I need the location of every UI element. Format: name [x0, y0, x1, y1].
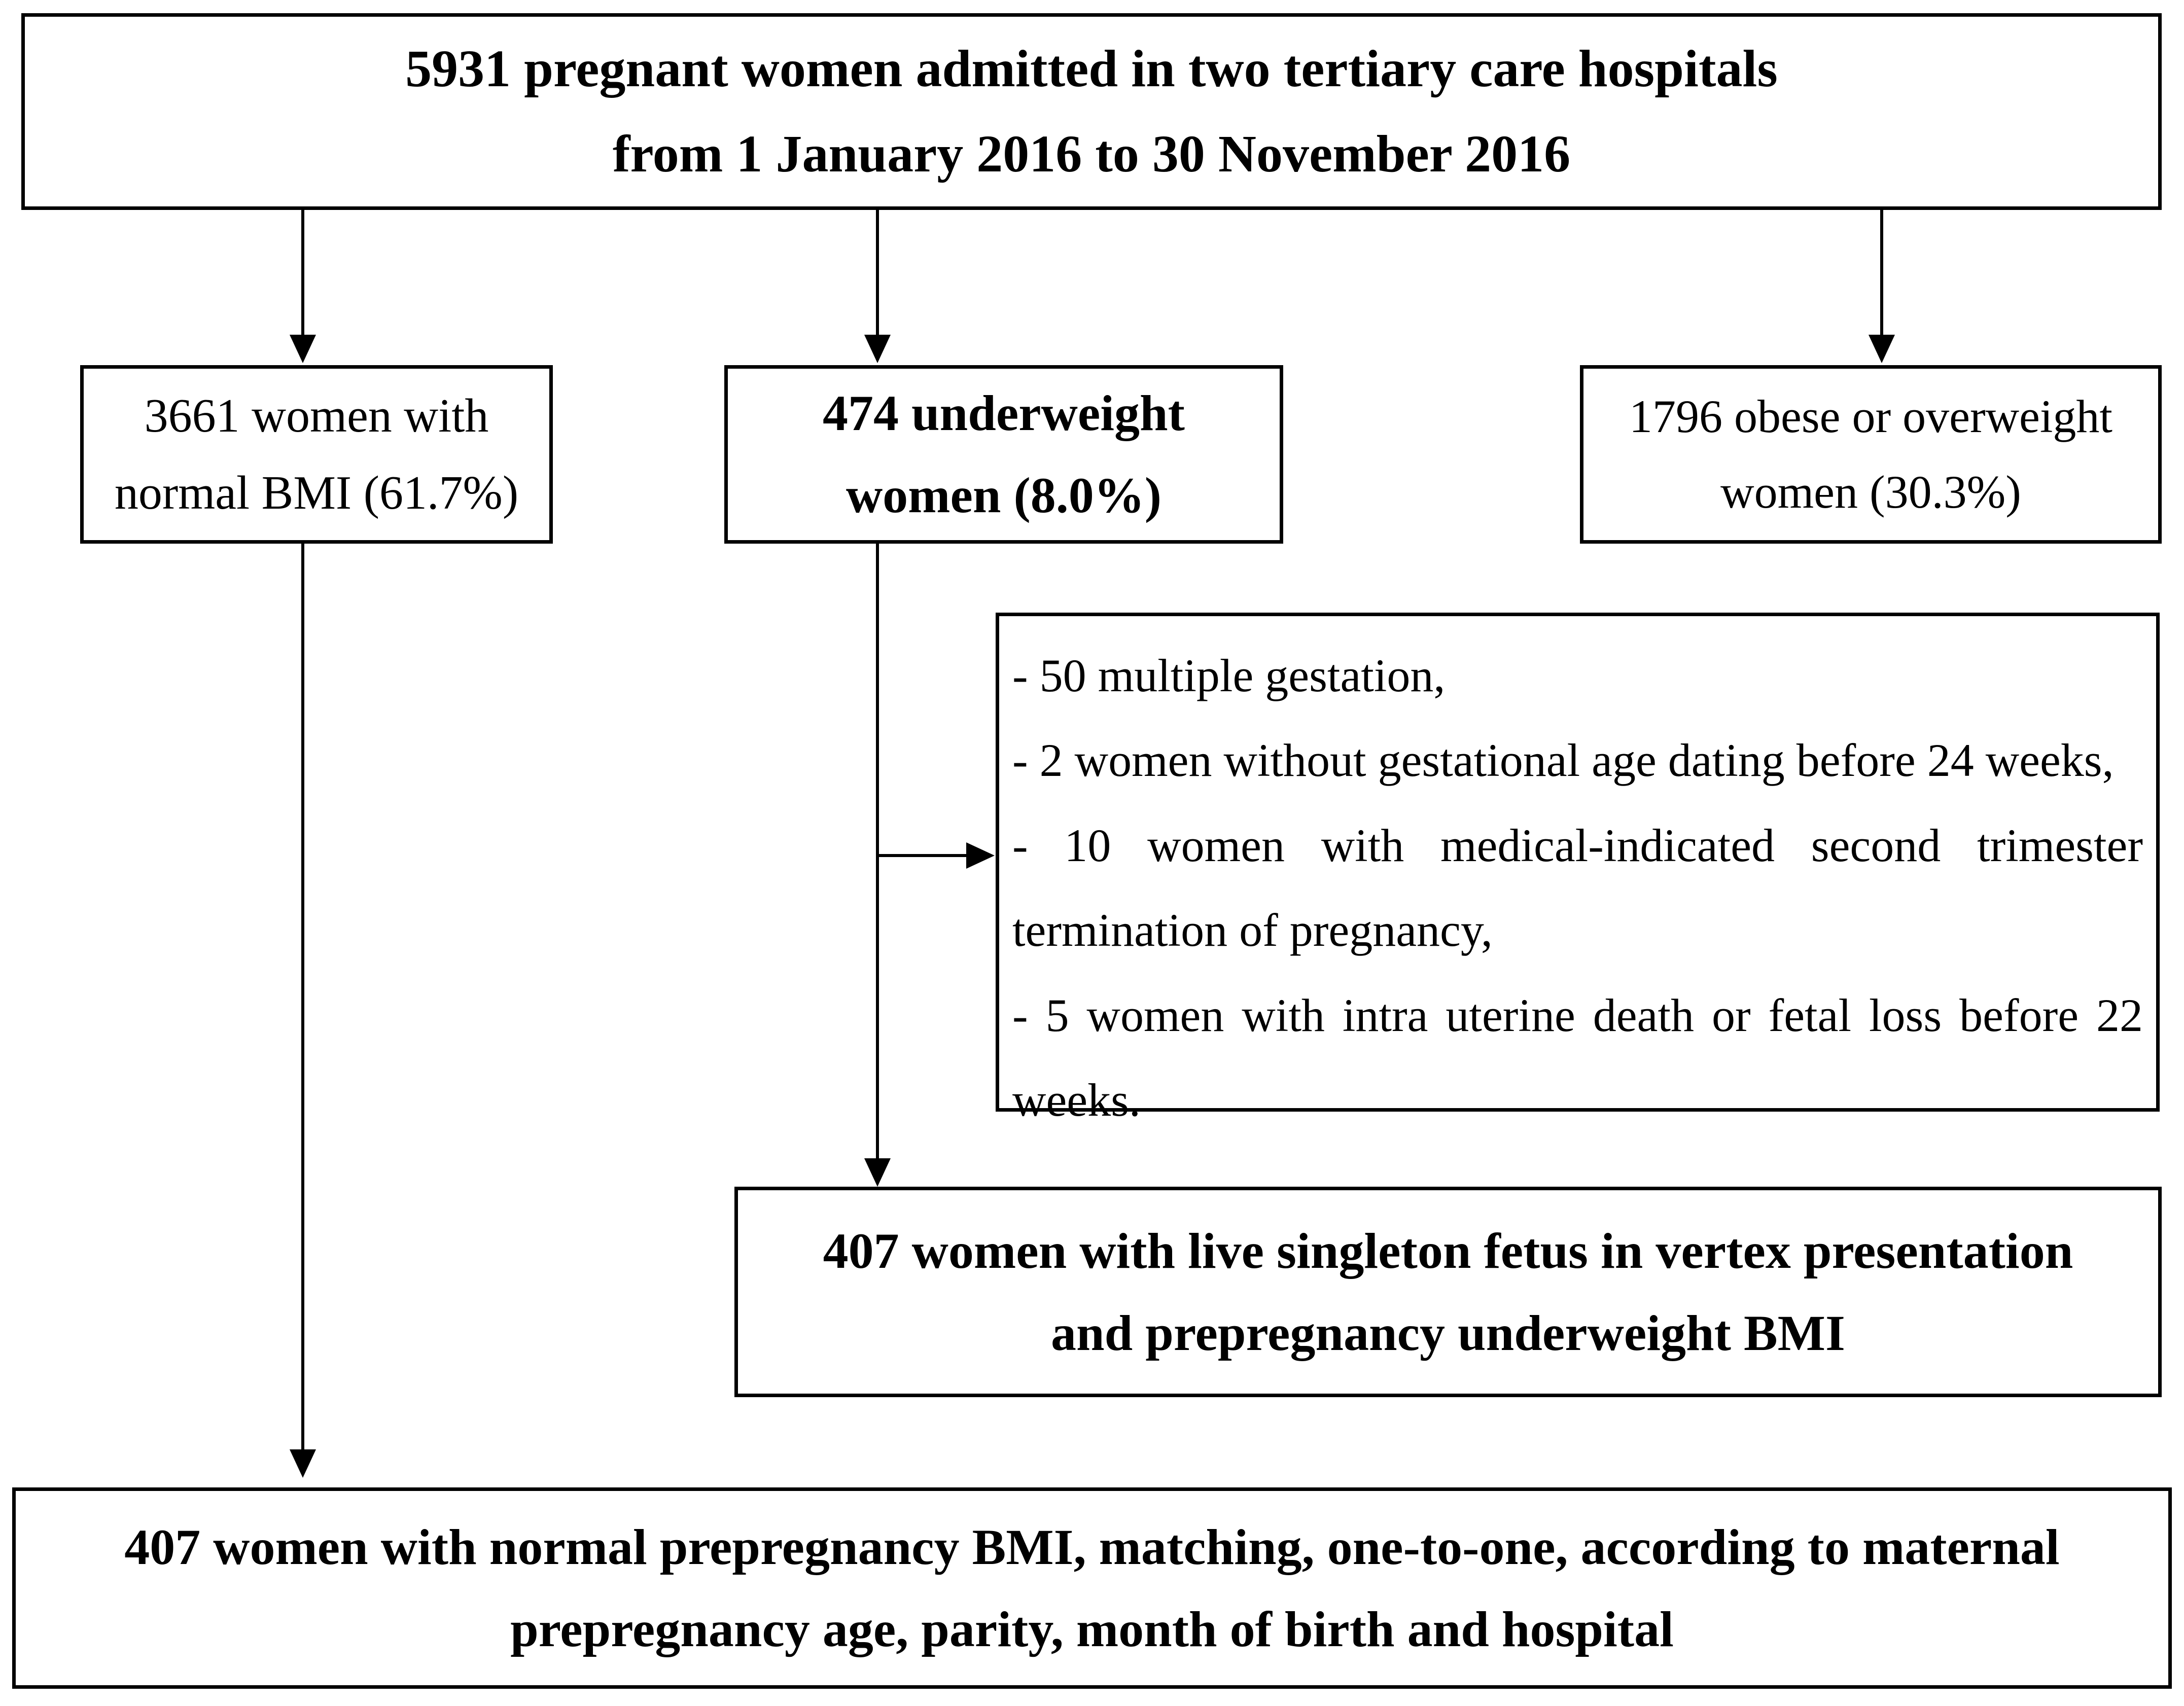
box-matched-normal-bmi-line1: 407 women with normal prepregnancy BMI, … [124, 1518, 2060, 1575]
box-normal-bmi-line2: normal BMI (61.7%) [114, 467, 519, 519]
box-matched-normal-bmi: 407 women with normal prepregnancy BMI, … [12, 1487, 2172, 1689]
arrowhead-underweight-to-exclusions [966, 842, 995, 869]
connector-underweight-to-singleton [876, 544, 879, 1162]
box-total-cohort: 5931 pregnant women admitted in two tert… [21, 13, 2162, 210]
box-obese-overweight-line2: women (30.3%) [1720, 466, 2021, 518]
arrowhead-underweight-to-singleton [864, 1158, 891, 1187]
box-matched-normal-bmi-text: 407 women with normal prepregnancy BMI, … [16, 1506, 2168, 1671]
box-underweight-line2: women (8.0%) [846, 467, 1162, 523]
connector-underweight-to-exclusions [876, 854, 967, 857]
connector-normal-to-final [301, 544, 304, 1451]
box-normal-bmi: 3661 women with normal BMI (61.7%) [80, 365, 553, 544]
box-total-cohort-line1: 5931 pregnant women admitted in two tert… [405, 39, 1778, 98]
box-normal-bmi-text: 3661 women with normal BMI (61.7%) [84, 377, 549, 532]
exclusion-item-3: - 10 women with medical-indicated second… [1012, 819, 2143, 956]
box-obese-overweight-text: 1796 obese or overweight women (30.3%) [1583, 379, 2158, 530]
exclusion-item-2: - 2 women without gestational age dating… [1012, 734, 2114, 787]
arrowhead-normal-to-final [290, 1449, 316, 1478]
exclusion-item-4: - 5 women with intra uterine death or fe… [1012, 989, 2143, 1126]
box-exclusion-criteria: - 50 multiple gestation, - 2 women witho… [996, 613, 2160, 1126]
connector-root-to-obese [1880, 210, 1883, 337]
connector-root-to-normal [301, 210, 304, 337]
box-underweight-text: 474 underweight women (8.0%) [728, 372, 1280, 537]
box-singleton-underweight-text: 407 women with live singleton fetus in v… [738, 1210, 2158, 1374]
box-matched-normal-bmi-line2: prepregnancy age, parity, month of birth… [510, 1601, 1674, 1657]
box-singleton-underweight-line2: and prepregnancy underweight BMI [1051, 1304, 1845, 1361]
arrowhead-root-to-underweight [864, 335, 891, 363]
box-total-cohort-text: 5931 pregnant women admitted in two tert… [25, 26, 2158, 197]
box-normal-bmi-line1: 3661 women with [144, 389, 489, 442]
box-singleton-underweight-line1: 407 women with live singleton fetus in v… [823, 1222, 2073, 1279]
box-obese-overweight: 1796 obese or overweight women (30.3%) [1580, 365, 2162, 544]
box-underweight: 474 underweight women (8.0%) [724, 365, 1283, 544]
connector-root-to-underweight [876, 210, 879, 337]
arrowhead-root-to-obese [1869, 335, 1895, 363]
arrowhead-root-to-normal [290, 335, 316, 363]
exclusion-item-1: - 50 multiple gestation, [1012, 650, 1446, 701]
box-obese-overweight-line1: 1796 obese or overweight [1629, 390, 2112, 442]
box-singleton-underweight: 407 women with live singleton fetus in v… [734, 1187, 2162, 1397]
box-underweight-line1: 474 underweight [823, 385, 1185, 441]
box-total-cohort-line2: from 1 January 2016 to 30 November 2016 [612, 125, 1571, 183]
